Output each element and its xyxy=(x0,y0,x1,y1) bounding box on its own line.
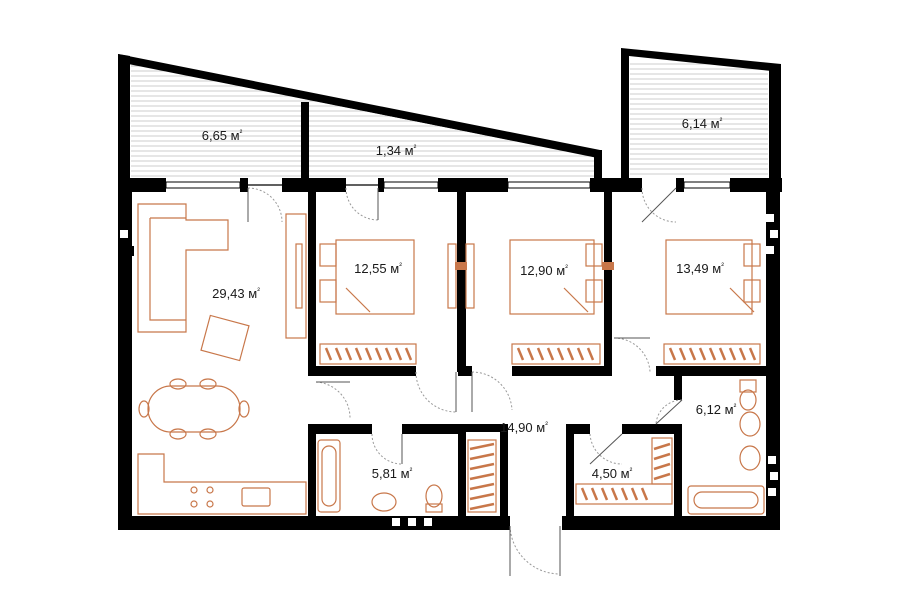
room-area-unit-exp: ² xyxy=(240,128,243,137)
hanger xyxy=(620,487,629,501)
bedroom-furniture xyxy=(319,239,761,511)
hanger xyxy=(364,347,373,361)
hanger xyxy=(678,347,687,361)
room-area-value: 14,90 м xyxy=(500,420,545,435)
room-area-unit-exp: ² xyxy=(410,466,413,475)
hanger xyxy=(516,347,525,361)
room-area-hallway: 14,90 м² xyxy=(500,420,548,435)
hanger xyxy=(576,347,585,361)
doors xyxy=(247,187,683,576)
room-area-unit-exp: ² xyxy=(545,420,548,429)
room-area-unit-exp: ² xyxy=(630,466,633,475)
room-area-value: 6,12 м xyxy=(696,402,734,417)
room-area-living-kitchen: 29,43 м² xyxy=(212,286,260,301)
hanger xyxy=(469,502,495,511)
hanger xyxy=(469,452,495,461)
room-area-value: 5,81 м xyxy=(372,466,410,481)
hanger xyxy=(610,487,619,501)
hanger xyxy=(384,347,393,361)
hanger xyxy=(640,487,649,501)
hanger xyxy=(344,347,353,361)
windows xyxy=(165,181,731,189)
room-area-value: 4,50 м xyxy=(592,466,630,481)
room-area-bedroom-1: 12,55 м² xyxy=(354,261,402,276)
room-area-bedroom-2: 12,90 м² xyxy=(520,263,568,278)
room-area-value: 13,49 м xyxy=(676,261,721,276)
room-area-balcony-middle: 1,34 м² xyxy=(376,143,417,158)
hanger xyxy=(653,462,671,471)
hanger xyxy=(688,347,697,361)
room-area-bathroom-2: 6,12 м² xyxy=(696,402,737,417)
room-area-value: 12,55 м xyxy=(354,261,399,276)
hanger xyxy=(668,347,677,361)
room-area-bedroom-3: 13,49 м² xyxy=(676,261,724,276)
hanger xyxy=(586,347,595,361)
room-area-wardrobe: 4,50 м² xyxy=(592,466,633,481)
hanger xyxy=(728,347,737,361)
room-area-unit-exp: ² xyxy=(734,402,737,411)
room-area-balcony-right: 6,14 м² xyxy=(682,116,723,131)
hanger xyxy=(469,482,495,491)
balconies xyxy=(118,48,781,186)
room-area-value: 1,34 м xyxy=(376,143,414,158)
hanger xyxy=(469,492,495,501)
room-area-value: 12,90 м xyxy=(520,263,565,278)
hanger xyxy=(653,472,671,481)
hanger xyxy=(469,462,495,471)
hanger xyxy=(546,347,555,361)
balcony-right-hatching xyxy=(630,63,768,175)
room-area-unit-exp: ² xyxy=(399,261,402,270)
hanger xyxy=(590,487,599,501)
hanger xyxy=(556,347,565,361)
hanger xyxy=(653,452,671,461)
hanger xyxy=(324,347,333,361)
hanger xyxy=(354,347,363,361)
hanger xyxy=(334,347,343,361)
hanger xyxy=(653,442,671,451)
hanger xyxy=(374,347,383,361)
hanger xyxy=(708,347,717,361)
room-area-unit-exp: ² xyxy=(721,261,724,270)
hanger xyxy=(526,347,535,361)
hanger xyxy=(469,442,495,451)
hanger xyxy=(566,347,575,361)
hanger xyxy=(600,487,609,501)
room-area-balcony-left: 6,65 м² xyxy=(202,128,243,143)
bathroom-furniture xyxy=(317,379,765,515)
hanger xyxy=(394,347,403,361)
room-area-value: 6,14 м xyxy=(682,116,720,131)
room-area-unit-exp: ² xyxy=(565,263,568,272)
room-area-unit-exp: ² xyxy=(414,143,417,152)
living-furniture xyxy=(137,203,307,515)
hanger xyxy=(748,347,757,361)
balcony-left-outline xyxy=(118,55,600,185)
room-area-value: 6,65 м xyxy=(202,128,240,143)
hanger xyxy=(738,347,747,361)
exterior-walls xyxy=(118,178,782,530)
hanger xyxy=(404,347,413,361)
room-area-bathroom-1: 5,81 м² xyxy=(372,466,413,481)
hanger xyxy=(536,347,545,361)
hanger xyxy=(580,487,589,501)
hanger xyxy=(718,347,727,361)
hanger xyxy=(469,472,495,481)
hanger xyxy=(698,347,707,361)
room-area-unit-exp: ² xyxy=(257,286,260,295)
room-area-value: 29,43 м xyxy=(212,286,257,301)
room-area-unit-exp: ² xyxy=(720,116,723,125)
wall-markers xyxy=(118,214,778,526)
hanger xyxy=(630,487,639,501)
